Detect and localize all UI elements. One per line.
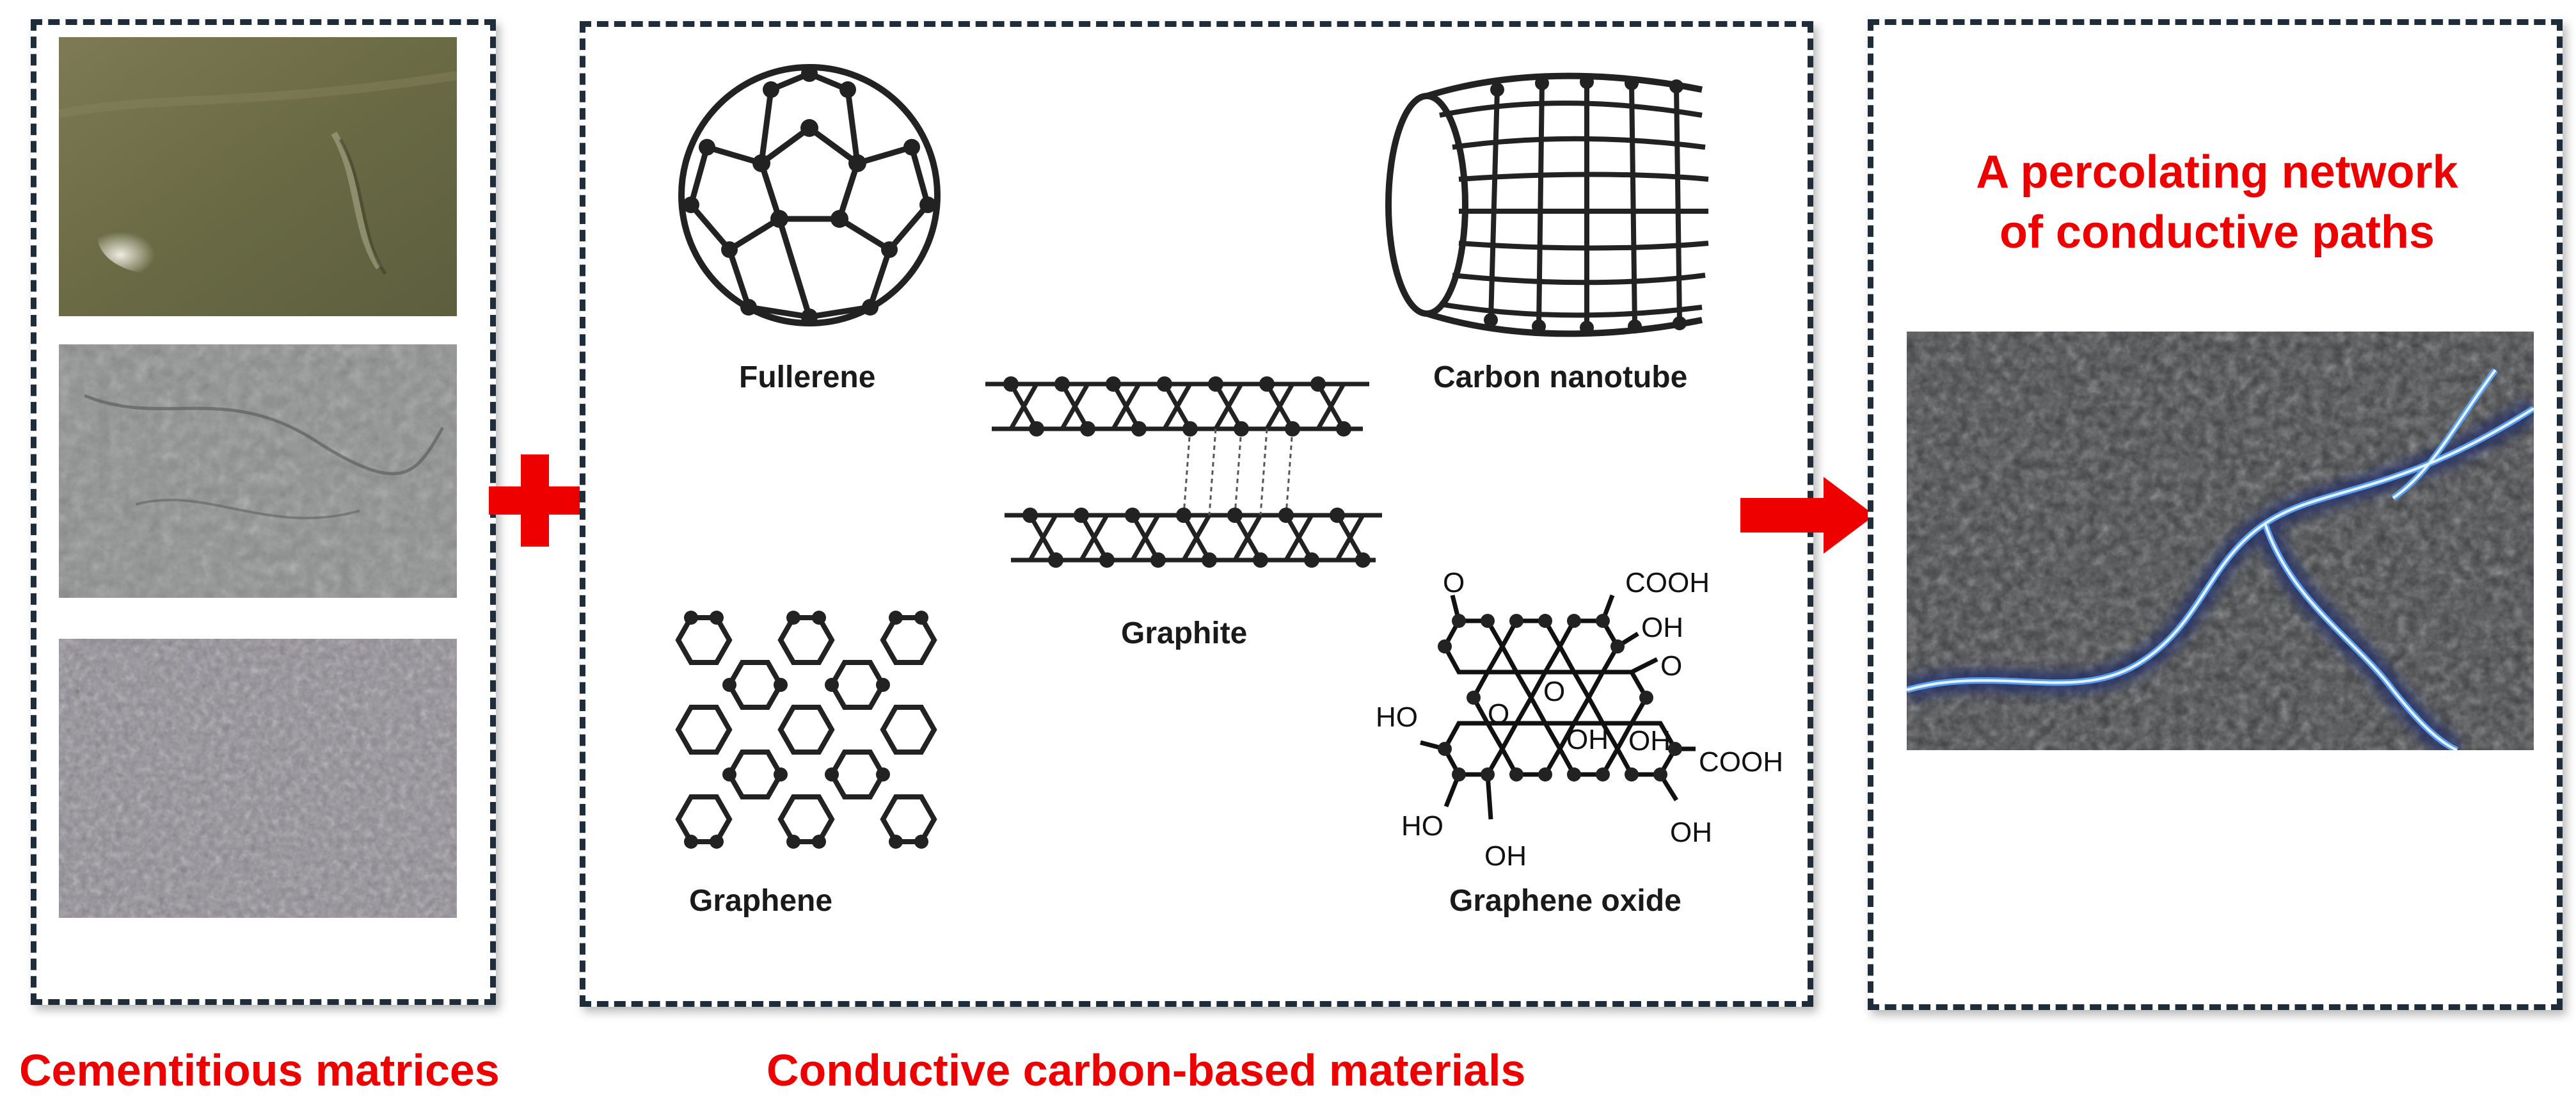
arrow-right-icon — [1740, 477, 1875, 554]
mortar-photo — [59, 344, 457, 598]
go-cooh-top: COOH — [1625, 570, 1710, 598]
go-cooh-right: COOH — [1699, 746, 1783, 778]
carbon-materials-caption: Conductive carbon-based materials — [767, 1045, 1526, 1095]
cement-paste-photo — [59, 37, 457, 316]
fullerene-image — [659, 45, 960, 346]
network-title-line2: of conductive paths — [1999, 207, 2435, 258]
go-o-right: O — [1660, 650, 1682, 682]
graphene-label: Graphene — [689, 884, 833, 918]
fullerene-label: Fullerene — [739, 360, 876, 394]
go-o-mid1: O — [1488, 698, 1509, 730]
go-oh-bottom: OH — [1484, 840, 1527, 872]
concrete-photo — [59, 639, 457, 918]
nanotube-label: Carbon nanotube — [1433, 360, 1688, 394]
graphene-image — [665, 605, 973, 874]
go-ho-bottom-left: HO — [1401, 810, 1443, 842]
go-oh-mid2: OH — [1628, 725, 1671, 757]
graphite-image — [985, 355, 1382, 598]
go-ho-left: HO — [1376, 702, 1418, 733]
go-oh-mid1: OH — [1566, 724, 1609, 755]
go-o-top: O — [1443, 570, 1465, 598]
go-o-mid2: O — [1543, 676, 1565, 707]
cementitious-caption: Cementitious matrices — [19, 1045, 500, 1095]
go-oh-bottom-right: OH — [1670, 817, 1712, 848]
conductive-network-image — [1907, 332, 2534, 750]
graphene-oxide-image: O COOH OH O HO O O OH OH COOH HO OH OH — [1376, 570, 1811, 877]
plus-icon — [489, 454, 581, 547]
go-oh-top: OH — [1641, 612, 1683, 643]
graphite-label: Graphite — [1121, 616, 1248, 650]
network-title-line1: A percolating network — [1976, 147, 2458, 198]
graphene-oxide-label: Graphene oxide — [1449, 884, 1682, 918]
nanotube-image — [1369, 51, 1715, 352]
